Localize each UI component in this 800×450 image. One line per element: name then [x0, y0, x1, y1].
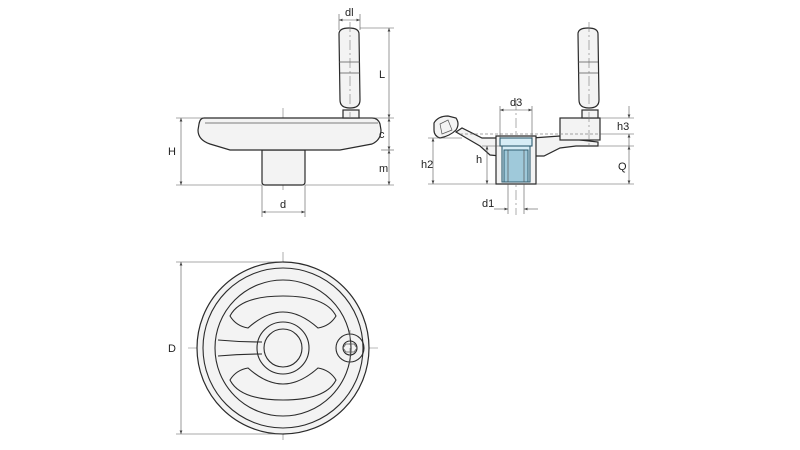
label-dl: dl	[345, 7, 354, 19]
label-m: m	[379, 163, 388, 175]
side-view: dl L c m H d	[168, 7, 394, 217]
hub	[261, 149, 306, 186]
label-D: D	[168, 343, 176, 355]
label-Q: Q	[618, 161, 627, 173]
rim-inner	[214, 279, 352, 417]
label-d3: d3	[510, 97, 522, 109]
hub-bore	[263, 328, 303, 368]
label-h: h	[476, 154, 482, 166]
rim-outer-edge	[202, 267, 364, 429]
rim-section-left	[433, 115, 459, 139]
label-h2: h2	[421, 159, 433, 171]
spoke-section-left	[454, 127, 501, 157]
label-h3: h3	[617, 121, 629, 133]
window-upper	[229, 295, 337, 329]
handle-base-section	[581, 109, 599, 119]
label-c: c	[379, 129, 385, 141]
hub-outer-circle	[256, 321, 310, 375]
handle-grip-section	[577, 27, 600, 109]
window-lower	[229, 367, 337, 401]
rim-section-right	[559, 117, 601, 141]
section-view: d3 h3 Q h2 h d1	[421, 22, 634, 215]
wheel-rim	[197, 117, 382, 151]
label-L: L	[379, 69, 385, 81]
handle-grip	[338, 27, 361, 109]
hex-nut	[342, 343, 358, 353]
label-d: d	[280, 199, 286, 211]
label-H: H	[168, 146, 176, 158]
front-view: D	[168, 252, 380, 440]
label-d1: d1	[482, 198, 494, 210]
handle-base	[342, 109, 360, 119]
